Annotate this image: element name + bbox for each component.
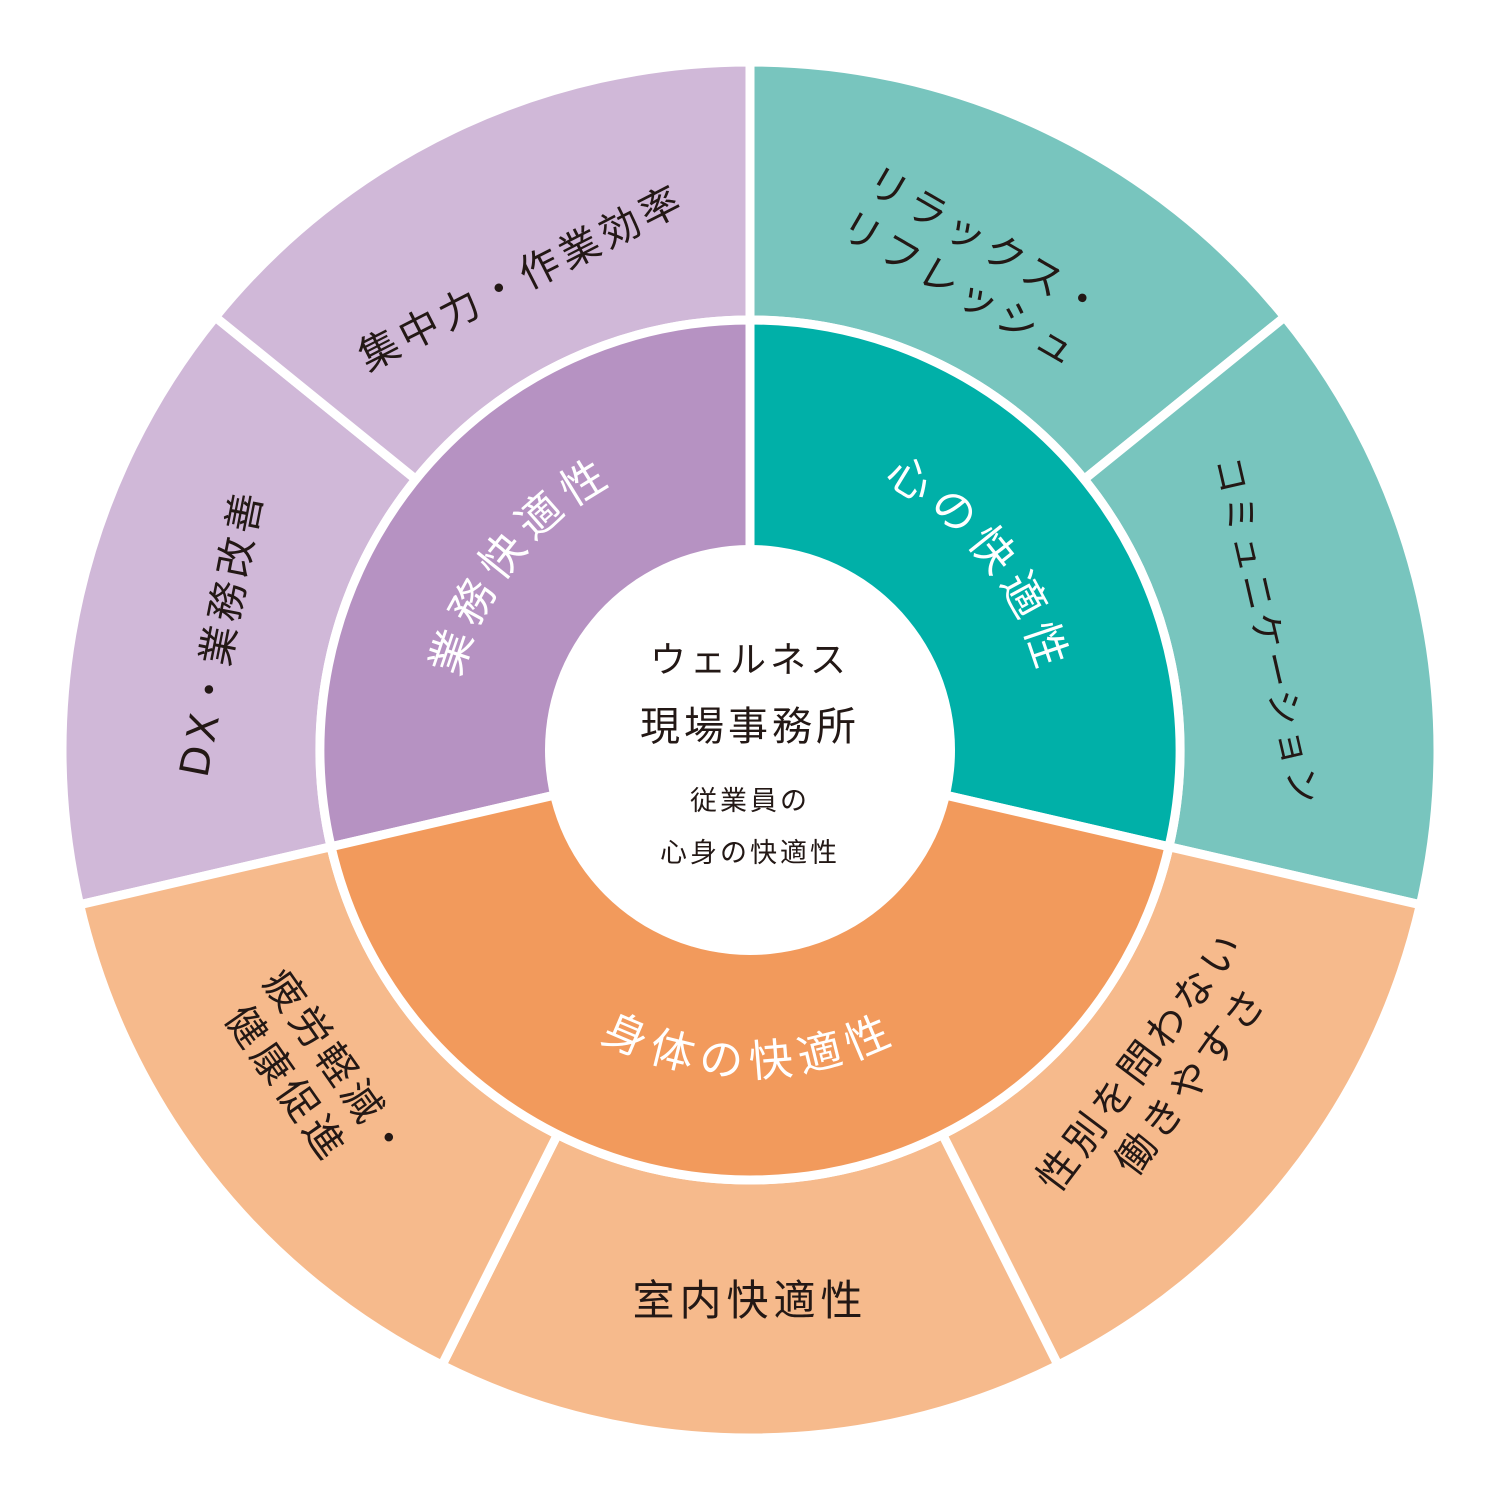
center-title-line1: ウェルネス <box>650 640 850 681</box>
center-circle <box>545 545 955 955</box>
outer-label-indoor: 室内快適性 <box>632 1276 867 1325</box>
center-sub-line2: 心身の快適性 <box>660 838 840 869</box>
center-sub-line1: 従業員の <box>690 786 810 817</box>
center-title-line2: 現場事務所 <box>640 704 860 750</box>
